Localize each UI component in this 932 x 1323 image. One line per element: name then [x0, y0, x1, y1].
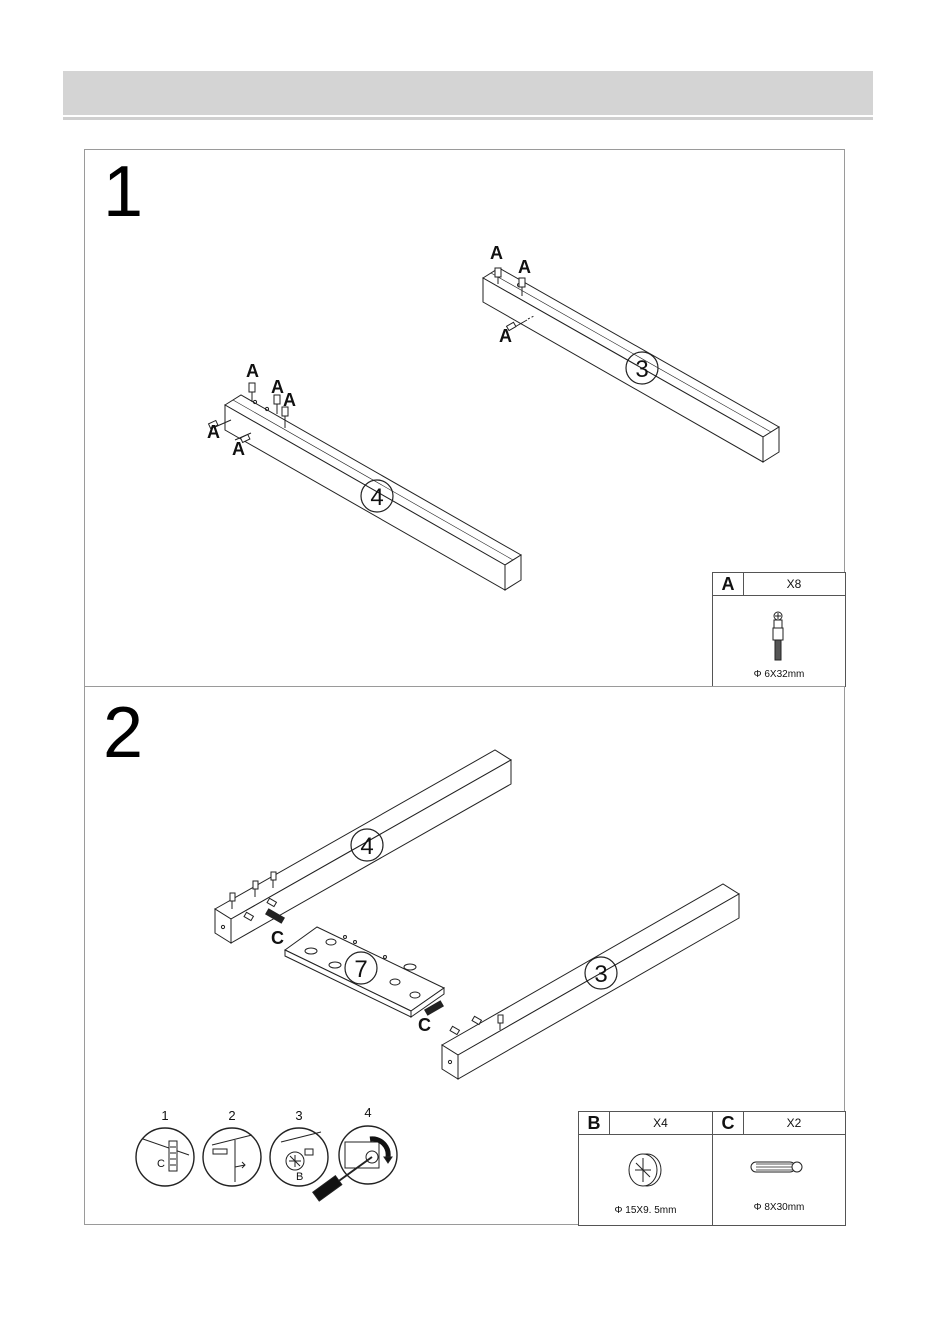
detail-step-number: 2 — [228, 1108, 235, 1123]
rail-3: 3 — [483, 268, 779, 462]
fastener-label: A — [207, 422, 220, 442]
detail-circle — [136, 1128, 194, 1186]
parts-box-a: A X8 Φ 6X32mm — [712, 572, 846, 687]
part-spec: Φ 8X30mm — [713, 1202, 845, 1213]
fastener-label: A — [490, 243, 503, 263]
step-1-panel: 1 3 A A A 4 — [84, 149, 845, 687]
part-number-3: 3 — [594, 961, 607, 988]
part-quantity: X4 — [609, 1112, 712, 1134]
part-number-4: 4 — [360, 833, 373, 860]
detail-sequence: 1 2 3 4 C B — [136, 1105, 397, 1201]
part-spec: Φ 15X9. 5mm — [579, 1205, 712, 1216]
part-quantity: X8 — [743, 573, 845, 595]
fastener-label: A — [518, 257, 531, 277]
part-letter: C — [713, 1112, 744, 1134]
detail-letter: C — [157, 1158, 165, 1170]
detail-step-number: 4 — [364, 1105, 371, 1120]
rail-4: 4 — [225, 395, 521, 590]
fastener-label: A — [499, 326, 512, 346]
dowel-label: C — [418, 1015, 431, 1035]
rail-4: 4 — [215, 750, 511, 943]
rail-3: 3 — [442, 884, 739, 1079]
plate-7: 7 — [285, 927, 444, 1017]
step-2-panel: 2 4 C — [84, 686, 845, 1225]
parts-box-header: A X8 — [713, 573, 845, 596]
fastener-label: A — [246, 361, 259, 381]
header-bar — [63, 71, 873, 115]
part-number-3: 3 — [635, 356, 648, 383]
detail-letter: B — [296, 1171, 303, 1183]
cam-lock-icon — [625, 1150, 665, 1190]
header-rule — [63, 117, 873, 120]
part-letter: A — [713, 573, 744, 595]
detail-step-number: 1 — [161, 1108, 168, 1123]
parts-box-c: C X2 Φ 8X30mm — [712, 1111, 846, 1226]
parts-box-header: B X4 — [579, 1112, 712, 1135]
fastener-label: A — [232, 439, 245, 459]
part-number-7: 7 — [354, 956, 367, 983]
detail-circle — [203, 1128, 261, 1186]
cam-bolt-icon — [768, 611, 788, 663]
fastener-label: A — [283, 390, 296, 410]
parts-box-b: B X4 Φ 15X9. 5mm — [578, 1111, 713, 1226]
part-number-4: 4 — [370, 484, 383, 511]
dowel-label: C — [271, 928, 284, 948]
part-letter: B — [579, 1112, 610, 1134]
wood-dowel-icon — [748, 1159, 804, 1175]
part-spec: Φ 6X32mm — [713, 669, 845, 680]
detail-step-number: 3 — [295, 1108, 302, 1123]
parts-box-header: C X2 — [713, 1112, 845, 1135]
part-quantity: X2 — [743, 1112, 845, 1134]
